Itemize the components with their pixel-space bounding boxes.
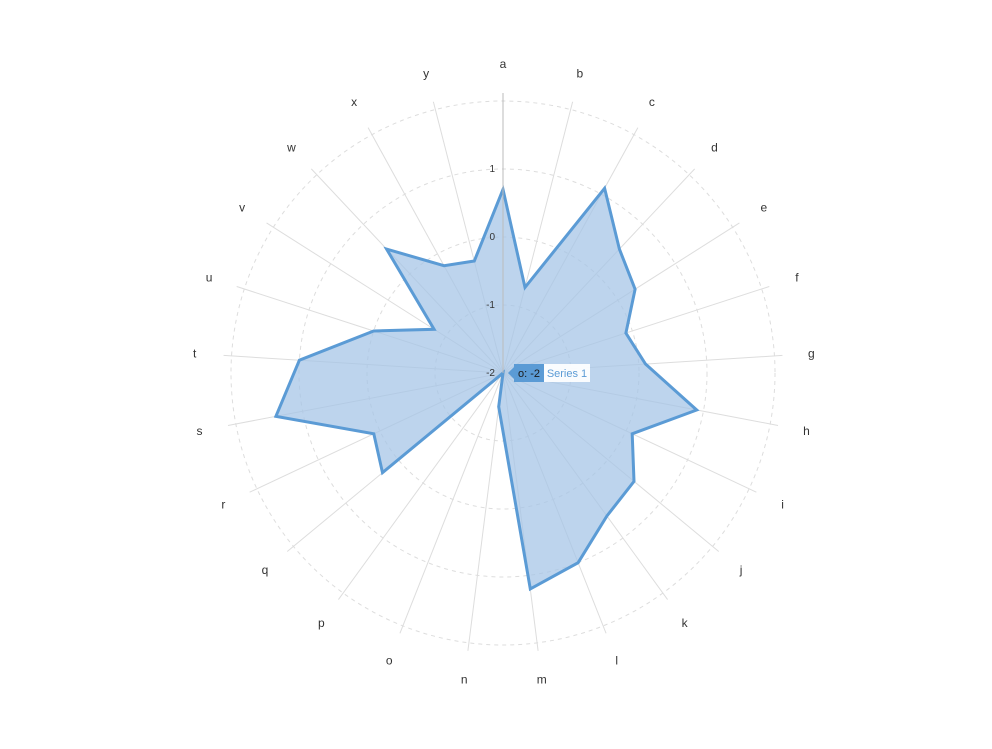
data-point-x[interactable]: [442, 263, 447, 268]
category-label-n: n: [461, 673, 468, 687]
category-label-w: w: [286, 141, 296, 155]
data-point-y[interactable]: [472, 259, 477, 264]
data-point-k[interactable]: [604, 514, 609, 519]
tooltip: o: -2 Series 1: [508, 364, 590, 382]
category-label-u: u: [206, 271, 213, 285]
category-label-g: g: [808, 347, 815, 361]
data-point-v[interactable]: [432, 327, 437, 332]
data-point-g[interactable]: [643, 362, 648, 367]
data-point-q[interactable]: [380, 470, 385, 475]
category-label-r: r: [221, 498, 225, 512]
data-point-m[interactable]: [528, 586, 533, 591]
tick-label: -1: [486, 300, 495, 311]
data-point-s[interactable]: [273, 414, 278, 419]
radar-category-labels: a b c d e f g h i j k l m n o p q r s t u v w x y: [193, 57, 815, 687]
category-label-e: e: [761, 200, 768, 214]
category-label-v: v: [239, 200, 245, 214]
data-point-d[interactable]: [617, 247, 622, 252]
category-label-x: x: [351, 95, 357, 109]
data-point-e[interactable]: [633, 287, 638, 292]
category-label-t: t: [193, 347, 197, 361]
category-label-a: a: [500, 57, 507, 71]
data-point-n[interactable]: [496, 404, 501, 409]
spoke-p: [338, 372, 504, 600]
category-label-i: i: [781, 498, 784, 512]
tooltip-series-box: [544, 364, 590, 382]
category-label-c: c: [649, 95, 655, 109]
category-label-s: s: [196, 424, 202, 438]
series-1-area[interactable]: [273, 184, 700, 592]
category-label-b: b: [577, 67, 584, 81]
category-label-d: d: [711, 141, 718, 155]
category-label-m: m: [537, 673, 547, 687]
spoke-o: [399, 372, 504, 634]
data-point-r[interactable]: [371, 431, 376, 436]
tick-label: 1: [489, 164, 495, 175]
category-label-k: k: [682, 616, 689, 630]
radar-series: [273, 184, 700, 592]
category-label-h: h: [803, 424, 810, 438]
category-label-j: j: [739, 563, 743, 577]
tick-label: 0: [489, 232, 495, 243]
data-point-f[interactable]: [623, 331, 628, 336]
data-point-w[interactable]: [384, 247, 389, 252]
spoke-n: [467, 372, 504, 651]
tooltip-value: o: -2: [518, 368, 540, 380]
data-point-l[interactable]: [576, 560, 581, 565]
category-label-q: q: [262, 563, 269, 577]
data-point-i[interactable]: [630, 431, 635, 436]
data-point-b[interactable]: [522, 285, 527, 290]
data-point-c[interactable]: [602, 186, 607, 191]
tooltip-series-name: Series 1: [547, 368, 587, 380]
radar-ticks: -2 -1 0 1: [486, 93, 504, 379]
data-point-j[interactable]: [631, 479, 636, 484]
category-label-o: o: [386, 653, 393, 667]
category-label-l: l: [615, 653, 618, 667]
category-label-p: p: [318, 616, 325, 630]
tooltip-arrow: [508, 367, 514, 379]
category-label-y: y: [423, 67, 429, 81]
category-label-f: f: [795, 271, 799, 285]
data-point-t[interactable]: [297, 358, 302, 363]
tooltip-value-box: [514, 364, 544, 382]
data-point-h[interactable]: [694, 407, 699, 412]
data-point-u[interactable]: [371, 328, 376, 333]
tick-label: -2: [486, 368, 495, 379]
